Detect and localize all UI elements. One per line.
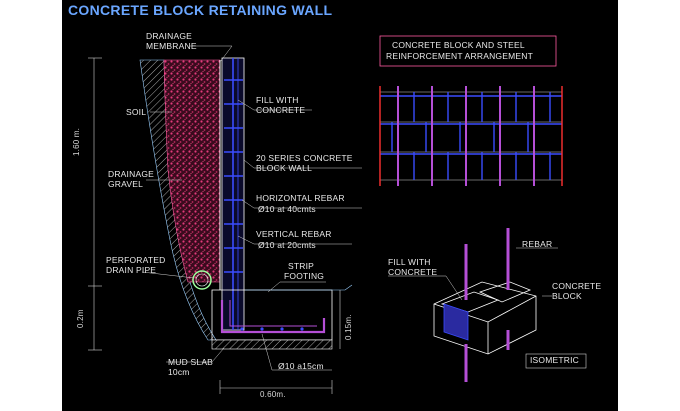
label-perforated-2: DRAIN PIPE xyxy=(106,265,157,275)
label-fill-2: CONCRETE xyxy=(256,105,306,115)
label-footing-bar: Ø10 a15cm xyxy=(278,361,324,371)
isometric-block xyxy=(433,281,537,355)
dim-left-small: 0.2m xyxy=(76,309,85,328)
label-strip-2: FOOTING xyxy=(284,271,325,281)
iso-label-rebar: REBAR xyxy=(522,239,553,249)
iso-label-fill-2: CONCRETE xyxy=(388,267,438,277)
label-perforated-1: PERFORATED xyxy=(106,255,166,265)
label-vrebar-2: Ø10 at 20cmts xyxy=(258,240,316,250)
isometric-label-box xyxy=(525,353,587,369)
label-soil: SOIL xyxy=(126,107,147,117)
label-hrebar-1: HORIZONTAL REBAR xyxy=(256,193,345,203)
label-mud-slab-2: 10cm xyxy=(168,367,190,377)
drain-pipe xyxy=(192,270,212,290)
label-strip-1: STRIP xyxy=(288,261,315,271)
block-elevation xyxy=(379,86,563,186)
dim-height: 1.60 m. xyxy=(72,127,81,156)
box-title-1: CONCRETE BLOCK AND STEEL xyxy=(392,40,525,50)
box-title-2: REINFORCEMENT ARRANGEMENT xyxy=(386,51,533,61)
drawing-svg xyxy=(88,35,587,394)
label-mud-slab-1: MUD SLAB xyxy=(168,357,214,367)
label-drainage-gravel-1: DRAINAGE xyxy=(108,169,154,179)
label-hrebar-2: Ø10 at 40cmts xyxy=(258,204,316,214)
label-fill-1: FILL WITH xyxy=(256,95,299,105)
iso-label-fill-1: FILL WITH xyxy=(388,257,431,267)
label-series-2: BLOCK WALL xyxy=(256,163,313,173)
iso-label-block-1: CONCRETE xyxy=(552,281,602,291)
label-drainage-gravel-2: GRAVEL xyxy=(108,179,144,189)
drawing-canvas: CONCRETE BLOCK RETAINING WALL xyxy=(62,0,618,411)
label-series-1: 20 SERIES CONCRETE xyxy=(256,153,353,163)
drawing-title: CONCRETE BLOCK RETAINING WALL xyxy=(68,2,333,18)
arrangement-title-box xyxy=(379,35,557,67)
label-vrebar-1: VERTICAL REBAR xyxy=(256,229,332,239)
dim-bottom-width: 0.60m. xyxy=(260,390,286,399)
dim-footing-depth: 0.15m. xyxy=(344,314,353,340)
drainage-gravel xyxy=(163,59,221,283)
iso-label-block-2: BLOCK xyxy=(552,291,582,301)
label-drainage-membrane-2: MEMBRANE xyxy=(146,41,197,51)
mud-slab xyxy=(211,339,333,350)
iso-label-isometric: ISOMETRIC xyxy=(530,355,580,365)
label-drainage-membrane-1: DRAINAGE xyxy=(146,31,192,41)
